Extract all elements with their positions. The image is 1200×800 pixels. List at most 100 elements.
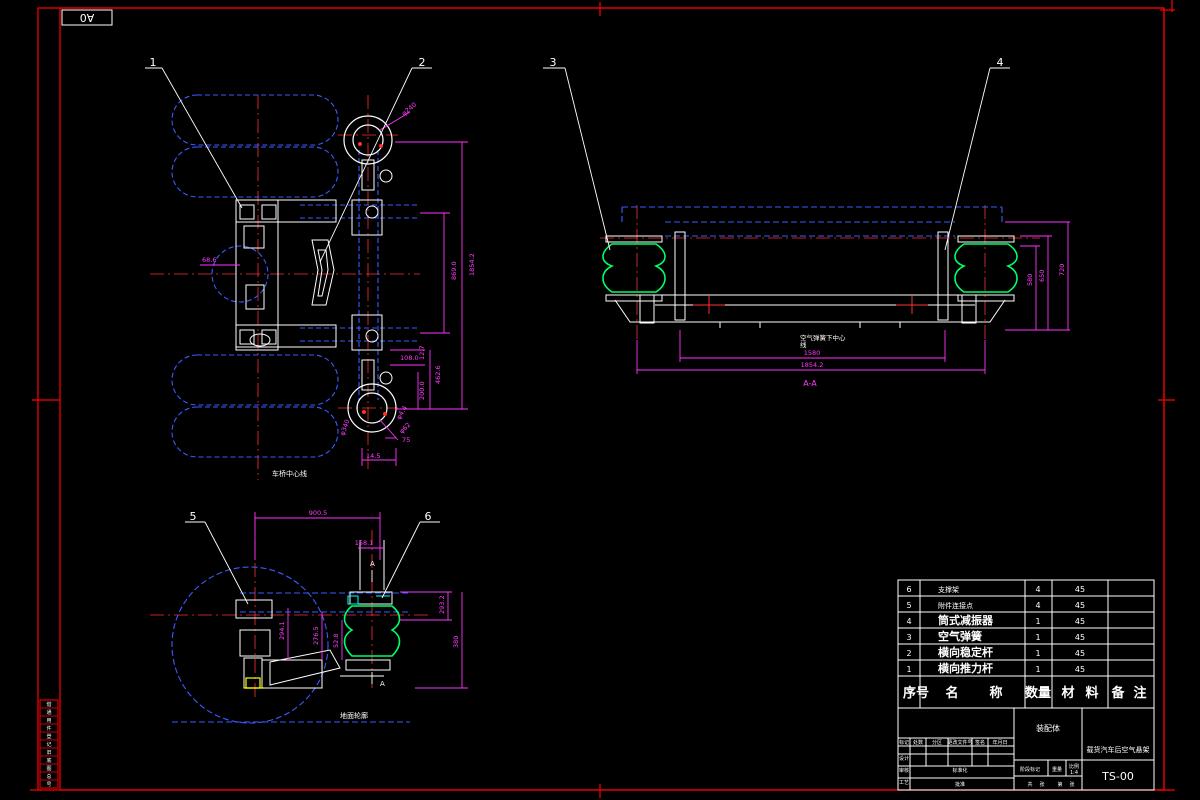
sign-label: 更改文件号 (947, 739, 972, 746)
sheet-label: 第 (1057, 781, 1062, 788)
bom-row-material: 45 (1075, 633, 1085, 642)
strip-char: 通 (46, 709, 51, 716)
sign-label: 年月日 (992, 739, 1007, 746)
bom-header-cell: 注 (1133, 685, 1146, 701)
side-view-leaders (185, 521, 440, 605)
left-label: 工艺 (899, 780, 909, 786)
weight-label: 重量 (1052, 766, 1062, 773)
bom-header-cell: 序号 (903, 685, 929, 701)
left-label: 设计 (899, 755, 909, 762)
bom-header-cell: 料 (1085, 685, 1098, 701)
section-caption: A-A (803, 379, 817, 388)
stage-label: 阶段标记 (1020, 766, 1040, 773)
section-note-1: 空气弹簧下中心 (800, 333, 846, 342)
strip-char: 旧 (46, 749, 51, 756)
section-dim-label: 1580 (804, 349, 821, 357)
bom-row-name: 附件连接点 (938, 601, 973, 610)
bom-row-name: 横向推力杆 (938, 661, 993, 675)
top-dim-label: 75 (402, 436, 410, 444)
top-dim-label: 108.0 (400, 354, 419, 362)
balloon-3: 3 (550, 56, 557, 69)
top-dim-label: 462.6 (434, 365, 442, 384)
side-view-yellow (244, 677, 264, 689)
top-dim-label: 869.0 (450, 261, 458, 280)
title-block: 标记处数分区更改文件号签名年月日设计审核工艺阶段标记重量比例1:4共张第张标准化… (897, 707, 1155, 791)
section-air-springs (602, 243, 1018, 293)
side-dim-label: 900.5 (309, 509, 328, 517)
side-dim-label: 293.2 (438, 595, 446, 614)
bom-row-qty: 1 (1035, 665, 1040, 674)
bom-row-material: 45 (1075, 585, 1085, 594)
strip-char: 借 (46, 701, 51, 708)
section-dim-label: 580 (1026, 274, 1034, 286)
left-label: 审核 (899, 767, 909, 774)
bom-row-name: 横向稳定杆 (938, 645, 993, 659)
bom-row-no: 6 (906, 585, 911, 594)
cut-mark-a-top: A (370, 560, 375, 568)
bom-row-no: 1 (906, 665, 911, 674)
top-dim-label: 68.6 (202, 256, 216, 264)
sign-label: 分区 (932, 739, 942, 746)
bom-row-material: 45 (1075, 601, 1085, 610)
side-dim-label: 158.1 (355, 539, 374, 547)
sheet-frame (30, 0, 1175, 798)
bom-row-material: 45 (1075, 649, 1085, 658)
top-view-dims (200, 111, 468, 466)
strip-char: 底 (46, 757, 51, 764)
bom-row-qty: 1 (1035, 649, 1040, 658)
bom-row-qty: 1 (1035, 617, 1040, 626)
top-dim-label: φ62 (398, 421, 413, 436)
drawing-title: 载货汽车后空气悬架 (1087, 745, 1150, 754)
cut-mark-a-bottom: A (380, 680, 385, 688)
side-dim-label: 294.1 (278, 621, 286, 640)
side-view-dims (254, 512, 468, 689)
sheet-label: 共 (1027, 781, 1032, 788)
side-dim-label: 52.8 (332, 634, 340, 648)
bom-header-cell: 称 (989, 685, 1002, 701)
section-dim-label: 1854.2 (801, 361, 824, 369)
side-view-caption: 地面轮廓 (340, 711, 368, 720)
strip-char: 件 (46, 725, 51, 732)
top-dim-label: 12.7 (418, 346, 426, 360)
bom-row-qty: 4 (1035, 601, 1040, 610)
side-view-cyan (347, 595, 390, 605)
side-dim-label: 276.5 (312, 626, 320, 645)
top-dim-label: 200.0 (418, 381, 426, 400)
section-leaders (543, 67, 1010, 251)
format-label: A0 (80, 11, 95, 24)
top-view-air-springs (343, 115, 397, 433)
bom-row-material: 45 (1075, 617, 1085, 626)
section-dim-label: 720 (1058, 264, 1066, 276)
balloon-2: 2 (419, 56, 426, 69)
top-dim-label: φ240 (400, 101, 418, 118)
bom-row-no: 4 (906, 617, 911, 626)
sheet-label: 张 (1039, 781, 1044, 788)
strip-char: 总 (46, 773, 51, 780)
top-dim-label: 1854.2 (468, 253, 476, 276)
strip-char: 记 (46, 741, 51, 748)
balloon-6: 6 (425, 510, 432, 523)
strip-char: 用 (46, 718, 51, 724)
balloon-numbers: 1 2 3 4 5 6 (150, 56, 1004, 523)
drawing-number: TS-00 (1101, 770, 1134, 783)
section-hidden-frame (621, 206, 1003, 237)
side-dim-label: 380 (452, 636, 460, 648)
sign-label: 签名 (975, 739, 985, 746)
bom-row-name: 空气弹簧 (938, 629, 982, 643)
section-dim-label: 650 (1038, 270, 1046, 282)
bom-header-cell: 名 (945, 685, 958, 701)
bom-row-qty: 1 (1035, 633, 1040, 642)
top-dim-label: 14.5 (366, 452, 380, 460)
section-dims (636, 221, 1070, 374)
balloon-1: 1 (150, 56, 157, 69)
bom-row-name: 支撑架 (938, 585, 959, 594)
bom-header-cell: 材 (1061, 685, 1074, 701)
top-view-axle (235, 159, 393, 391)
side-view-air-spring (343, 605, 401, 657)
format-box: A0 (61, 9, 113, 26)
strip-char: 登 (46, 733, 51, 740)
top-view-bolt-dots (358, 142, 387, 416)
bom-row-no: 2 (906, 649, 911, 658)
